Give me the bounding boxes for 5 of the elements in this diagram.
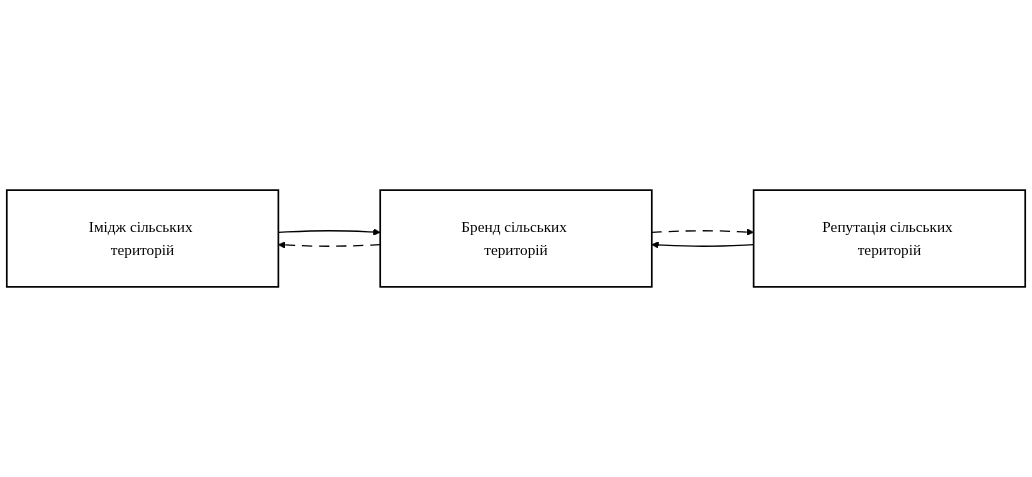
node-box: Імідж сільських територій [5, 189, 280, 288]
arrow [278, 241, 381, 249]
node-box: Бренд сільських територій [379, 189, 653, 288]
arrow [651, 228, 754, 236]
node-box: Репутація сільських територій [752, 189, 1027, 288]
